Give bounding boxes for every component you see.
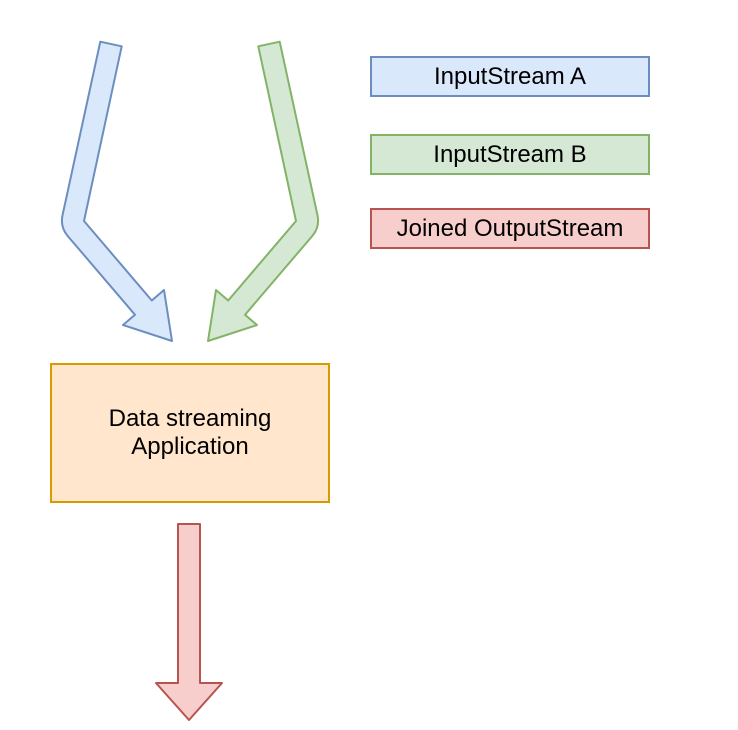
legend-label-input-stream-b: InputStream B — [433, 140, 587, 168]
application-box: Data streaming Application — [50, 363, 330, 503]
joined-output-stream-arrow — [155, 523, 223, 721]
input-stream-a-arrow — [60, 40, 173, 342]
legend-item-input-stream-b: InputStream B — [370, 134, 650, 175]
legend-label-joined-output-stream: Joined OutputStream — [396, 214, 624, 242]
application-box-label-line1: Data streaming — [108, 405, 272, 432]
legend-item-joined-output-stream: Joined OutputStream — [370, 208, 650, 249]
application-box-label-line2: Application — [131, 433, 249, 460]
legend-item-input-stream-a: InputStream A — [370, 56, 650, 97]
input-stream-b-arrow — [207, 40, 320, 342]
legend-label-input-stream-a: InputStream A — [433, 62, 587, 90]
